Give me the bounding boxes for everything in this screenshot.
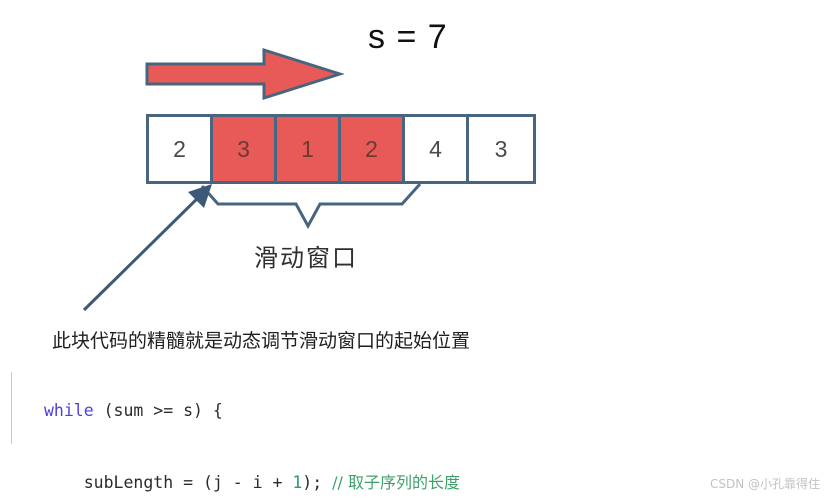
code-caption: 此块代码的精髓就是动态调节滑动窗口的起始位置 bbox=[52, 330, 471, 352]
array-cell: 2 bbox=[149, 117, 213, 181]
watermark: CSDN @小孔靠得住 bbox=[709, 477, 820, 491]
curly-brace-down-icon bbox=[200, 182, 422, 230]
array-cell: 4 bbox=[405, 117, 469, 181]
code-line: subLength = (j - i + 1); // 取子序列的长度 bbox=[44, 471, 747, 495]
code-token-comment: // 取子序列的长度 bbox=[332, 473, 460, 492]
code-token-plain: ); bbox=[302, 473, 333, 492]
array-row: 2 3 1 2 4 3 bbox=[146, 114, 536, 184]
array-cell: 2 bbox=[341, 117, 405, 181]
code-token-plain: (sum >= s) { bbox=[93, 401, 223, 420]
diagonal-up-right-arrow-icon bbox=[82, 184, 212, 312]
red-right-arrow-icon bbox=[145, 47, 344, 101]
sum-target-label: s = 7 bbox=[368, 18, 448, 56]
code-token-keyword: while bbox=[44, 401, 94, 420]
array-cell: 3 bbox=[469, 117, 533, 181]
code-block: while (sum >= s) { subLength = (j - i + … bbox=[44, 351, 747, 500]
code-token-plain: subLength = (j - i + bbox=[44, 473, 293, 492]
code-line: while (sum >= s) { bbox=[44, 399, 747, 423]
sliding-window-label: 滑动窗口 bbox=[254, 244, 358, 272]
code-token-number: 1 bbox=[292, 473, 303, 492]
array-cell: 3 bbox=[213, 117, 277, 181]
array-cell: 1 bbox=[277, 117, 341, 181]
indent-guide-line bbox=[11, 372, 12, 444]
